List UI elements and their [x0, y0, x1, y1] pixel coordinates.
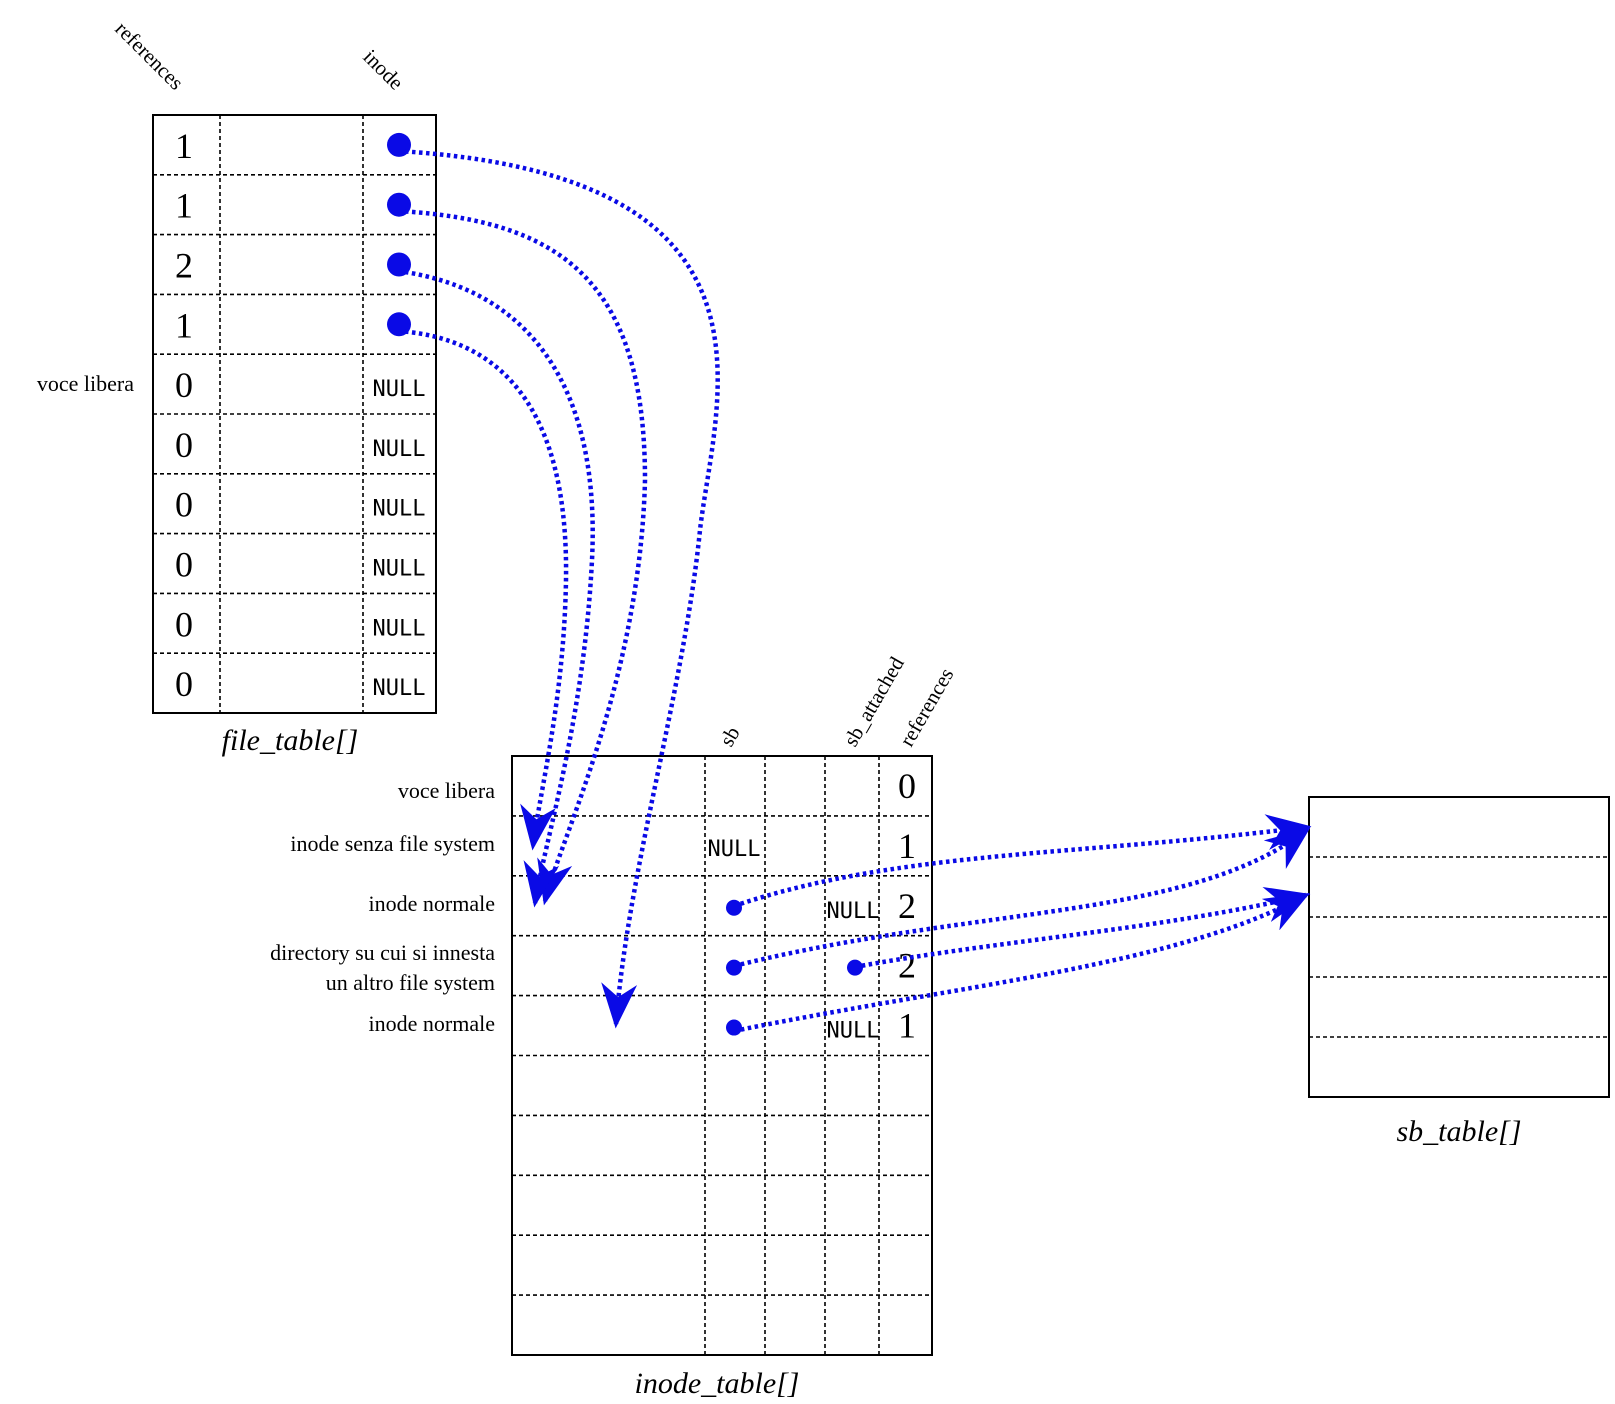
inode-table-references-value: 2 — [898, 946, 916, 986]
arrow-file-row2-to-inode-row2 — [397, 268, 595, 908]
inode-table-row-label: un altro file system — [326, 970, 495, 995]
pointer-arrows — [397, 148, 1312, 1034]
arrow-file-row1-to-inode-row2 — [397, 208, 648, 906]
sb-table-frame — [1308, 796, 1610, 1098]
file-table-inode-null: NULL — [373, 616, 426, 641]
inode-table-row-label: inode senza file system — [290, 831, 495, 856]
inode-table-row-label: inode normale — [369, 891, 495, 916]
inode-table-grid — [512, 756, 932, 1355]
inode-table-row-label: voce libera — [398, 778, 495, 803]
inode-table-references-value: 1 — [898, 1006, 916, 1046]
arrow-inode-row3-sb-to-sb-row0 — [733, 827, 1311, 969]
inode-table-sb-attached-pointer-dot — [847, 959, 863, 976]
file-table-references-value: 1 — [175, 186, 193, 226]
file-table-header-references: references — [110, 17, 188, 95]
sb-table-caption: sb_table[] — [1396, 1115, 1521, 1148]
sb-table-grid — [1309, 856, 1609, 1038]
sb-table: sb_table[] — [1308, 796, 1610, 1148]
file-table-references-value: 1 — [175, 305, 193, 345]
inode-table-caption: inode_table[] — [635, 1367, 800, 1400]
inode-table-references-value: 1 — [898, 826, 916, 866]
inode-table-sb-attached-null: NULL — [827, 899, 880, 924]
file-table-references-value: 0 — [175, 425, 193, 465]
inode-table-sb-null: NULL — [708, 837, 761, 862]
inode-table-row-labels: voce libera inode senza file system inode … — [270, 778, 495, 1036]
file-table-references-value: 0 — [175, 664, 193, 704]
file-table-references-value: 2 — [175, 246, 193, 286]
inode-table-sb-attached-null: NULL — [827, 1019, 880, 1044]
file-table-inode-pointer-dot — [387, 132, 411, 157]
inode-table-header-references: references — [895, 664, 959, 751]
file-table-inode-null: NULL — [373, 377, 426, 402]
arrow-file-row3-to-inode-row1 — [397, 328, 569, 851]
inode-table-sb-pointer-dot — [726, 899, 742, 916]
arrow-inode-row2-sb-to-sb-row0 — [733, 814, 1312, 909]
file-table-references-value: 0 — [175, 485, 193, 525]
inode-table-row-label: directory su cui si innesta — [270, 940, 495, 965]
file-table-inode-null: NULL — [373, 437, 426, 462]
arrow-inode-row3-attached-to-sb-row1 — [854, 886, 1311, 970]
file-table-references-value: 1 — [175, 126, 193, 166]
file-table-grid — [153, 115, 436, 713]
file-table-inode-pointer-dot — [387, 312, 411, 337]
inode-table-row-label: inode normale — [369, 1011, 495, 1036]
file-table-references-value: 0 — [175, 365, 193, 405]
file-table-inode-null: NULL — [373, 497, 426, 522]
file-table-inode-pointer-dot — [387, 252, 411, 277]
arrow-file-row0-to-inode-row4 — [397, 148, 720, 1029]
file-table-references-value: 0 — [175, 604, 193, 644]
arrow-inode-row4-sb-to-sb-row1 — [733, 892, 1310, 1034]
inode-table-header-sb: sb — [715, 722, 745, 750]
file-table-inode-null: NULL — [373, 676, 426, 701]
inode-table-references-value: 0 — [898, 766, 916, 806]
inode-table-references-value: 2 — [898, 886, 916, 926]
file-table-references-value: 0 — [175, 545, 193, 585]
file-table-free-entry-label: voce libera — [37, 371, 134, 396]
file-table-caption: file_table[] — [222, 724, 359, 757]
file-table-inode-null: NULL — [373, 557, 426, 582]
inode-table-sb-pointer-dot — [726, 959, 742, 976]
inode-table-sb-pointer-dot — [726, 1019, 742, 1036]
file-table-inode-pointer-dot — [387, 192, 411, 217]
file-table-header-inode: inode — [358, 45, 408, 95]
